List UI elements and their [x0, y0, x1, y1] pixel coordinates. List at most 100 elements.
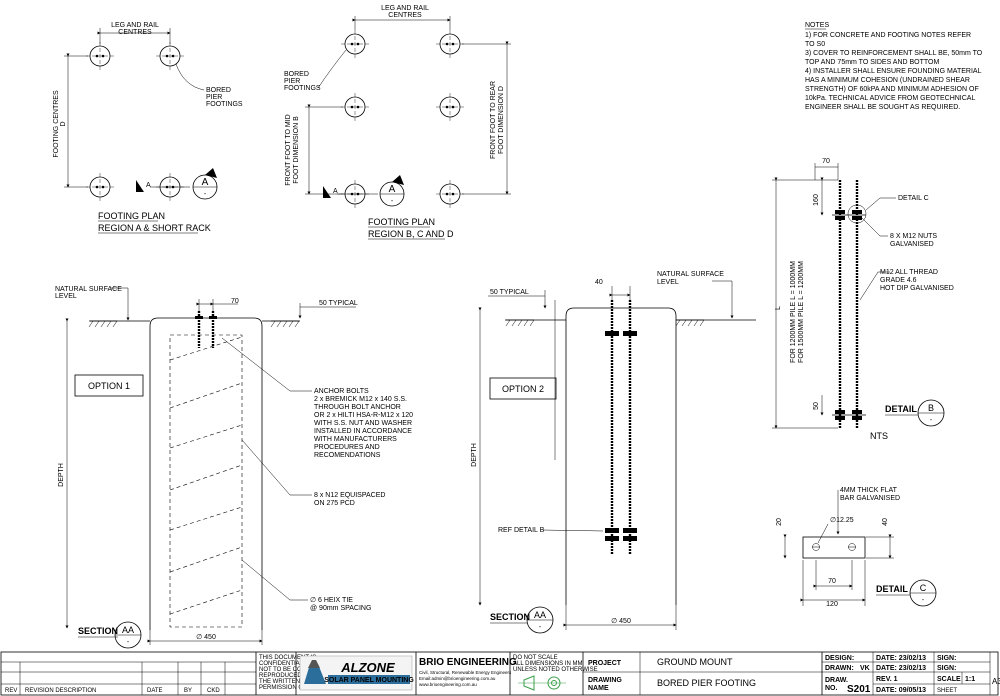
plan-b-title-2: REGION B, C AND D	[368, 229, 454, 239]
rev-header: CKD	[207, 688, 220, 694]
detb-sub: -	[930, 417, 933, 424]
plan-b-dim-top-2: CENTRES	[388, 12, 422, 19]
opt2-surface-1: NATURAL SURFACE	[657, 271, 724, 278]
opt2-dim-40: 40	[595, 279, 603, 286]
opt1-section-word: SECTION	[78, 626, 118, 636]
opt1-pier-outline	[149, 317, 263, 630]
general-notes: NOTES 1) FOR CONCRETE AND FOOTING NOTES …	[805, 22, 983, 111]
note-line: ENGINEER SHALL BE SOUGHT AS REQUIRED.	[805, 104, 960, 111]
opt1-dim-50: 50 TYPICAL	[319, 300, 358, 307]
drawn-label: DRAWN:	[825, 665, 854, 672]
draw-no-label-2: NO.	[825, 685, 838, 692]
detb-dim-l: L	[775, 306, 782, 310]
detail-b: 70 160 50 L FOR 1200MM PILE L = 1000MM F…	[772, 158, 954, 441]
opt1-section-letter: AA	[122, 625, 134, 635]
detb-thread-2: GRADE 4.6	[880, 277, 917, 284]
sign-drawn: SIGN:	[937, 665, 956, 672]
detb-dim-160: 160	[813, 194, 820, 206]
opt2-ref-detail: REF DETAIL B	[498, 527, 545, 534]
note-line: TO S0	[805, 41, 825, 48]
detb-nuts-2: GALVANISED	[890, 241, 934, 248]
confidential-text: NOT TO BE COPIED OR	[259, 667, 327, 673]
plan-b-bored-2: PIER	[284, 78, 300, 85]
company-name: BRIO ENGINEERING	[419, 657, 517, 668]
opt1-surface-1: NATURAL SURFACE	[55, 286, 122, 293]
plan-b-title-1: FOOTING PLAN	[368, 217, 435, 227]
note-line: HAS A MINIMUM COHESION (UNDRAINED SHEAR	[805, 77, 970, 84]
rev-header: DATE	[147, 688, 163, 694]
detc-dim-120: 120	[826, 601, 838, 608]
design-label: DESIGN:	[825, 655, 854, 662]
date-design: DATE: 23/02/13	[876, 655, 926, 662]
note-line: TOP AND 75mm TO SIDES AND BOTTOM	[805, 59, 939, 66]
draw-no-label-1: DRAW.	[825, 677, 848, 684]
detc-hole: ∅12.25	[830, 517, 854, 524]
opt2-threaded-rods	[605, 300, 637, 555]
project-label: PROJECT	[588, 660, 622, 667]
rev-header: REV	[5, 688, 17, 694]
opt1-bars-note: 8 x N12 EQUISPACED	[314, 492, 385, 499]
rev-number: REV. 1	[876, 676, 898, 683]
plan-b-dim-right-1: FRONT FOOT TO REAR	[490, 81, 497, 159]
detb-pile-note-2: FOR 1500MM PILE L = 1200MM	[798, 261, 805, 363]
opt2-depth: DEPTH	[471, 443, 478, 467]
opt1-dim-70: 70	[231, 298, 239, 305]
sheet-size: A3	[992, 677, 1000, 686]
drawing-value: BORED PIER FOOTING	[657, 678, 756, 688]
drawn-by: VK	[860, 665, 870, 672]
detc-letter: C	[920, 583, 927, 593]
plan-a-section-letter: A	[146, 182, 151, 189]
rev-header: REVISION DESCRIPTION	[25, 688, 96, 694]
scale-label: SCALE	[937, 676, 961, 683]
plan-a-bored-1: BORED	[206, 87, 231, 94]
opt1-tie-note: ∅ 6 HEIX TIE	[310, 597, 353, 604]
opt1-anchor-note: INSTALLED IN ACCORDANCE	[314, 428, 412, 435]
opt1-surface-2: LEVEL	[55, 293, 77, 300]
detc-flat-bar	[802, 536, 866, 559]
plan-b-bored-3: FOOTINGS	[284, 85, 321, 92]
opt2-surface-2: LEVEL	[657, 279, 679, 286]
opt2-option-box	[489, 377, 557, 400]
company-line: Civil, Structural, Renewable Energy Engi…	[419, 670, 512, 675]
scale-note: UNLESS NOTED OTHERWISE	[513, 667, 598, 673]
option2-section: 50 TYPICAL 40 NATURAL SURFACE LEVEL OPTI…	[471, 271, 756, 634]
plan-a-bored-2: PIER	[206, 94, 222, 101]
scale-note: DO NOT SCALE	[513, 655, 558, 661]
plan-b-section-letter: A	[333, 188, 338, 195]
opt1-anchor-note: RECOMENDATIONS	[314, 452, 381, 459]
notes-heading: NOTES	[805, 22, 829, 29]
detb-label: DETAIL	[885, 404, 917, 414]
logo-tag: SOLAR PANEL MOUNTING	[324, 677, 414, 684]
plan-a-marker-letter: A	[202, 177, 209, 188]
projection-symbol	[518, 675, 566, 691]
logo-name: ALZONE	[340, 660, 395, 675]
date-drawn: DATE: 23/02/13	[876, 665, 926, 672]
detb-nts: NTS	[870, 431, 888, 441]
detb-thread-1: M12 ALL THREAD	[880, 269, 938, 276]
detb-pile-note-1: FOR 1200MM PILE L = 1000MM	[790, 261, 797, 363]
detc-flat-bar-2: BAR GALVANISED	[840, 495, 900, 502]
note-line: 1) FOR CONCRETE AND FOOTING NOTES REFER	[805, 32, 971, 39]
plan-b-dim-left-1: FRONT FOOT TO MID	[285, 114, 292, 185]
company-line: Email:admin@brioengineering.com.au	[419, 676, 496, 681]
rev-header: BY	[184, 688, 192, 694]
detb-letter: B	[928, 403, 934, 413]
detb-dim-70: 70	[822, 158, 830, 165]
drawing-label-1: DRAWING	[588, 677, 622, 684]
plan-a-dim-side-1: FOOTING CENTRES	[53, 90, 60, 158]
plan-b-bored-1: BORED	[284, 71, 309, 78]
confidential-text: CONFIDENTIAL AND IS	[259, 661, 324, 667]
plan-a-marker-sub: -	[204, 191, 207, 198]
opt1-anchor-note: THROUGH BOLT ANCHOR	[314, 404, 401, 411]
alzone-logo: ALZONE SOLAR PANEL MOUNTING	[299, 655, 414, 691]
sheet-label: SHEET	[937, 688, 957, 694]
opt1-section-sub: -	[127, 639, 130, 646]
opt1-anchor-note: WITH S.S. NUT AND WASHER	[314, 420, 412, 427]
confidential-text: THE WRITTEN	[259, 679, 300, 685]
opt1-depth: DEPTH	[58, 463, 65, 487]
plan-a-dim-top-1: LEG AND RAIL	[111, 22, 159, 29]
detb-thread-3: HOT DIP GALVANISED	[880, 285, 954, 292]
project-value: GROUND MOUNT	[657, 657, 733, 667]
detb-detail-c-callout	[847, 204, 867, 224]
